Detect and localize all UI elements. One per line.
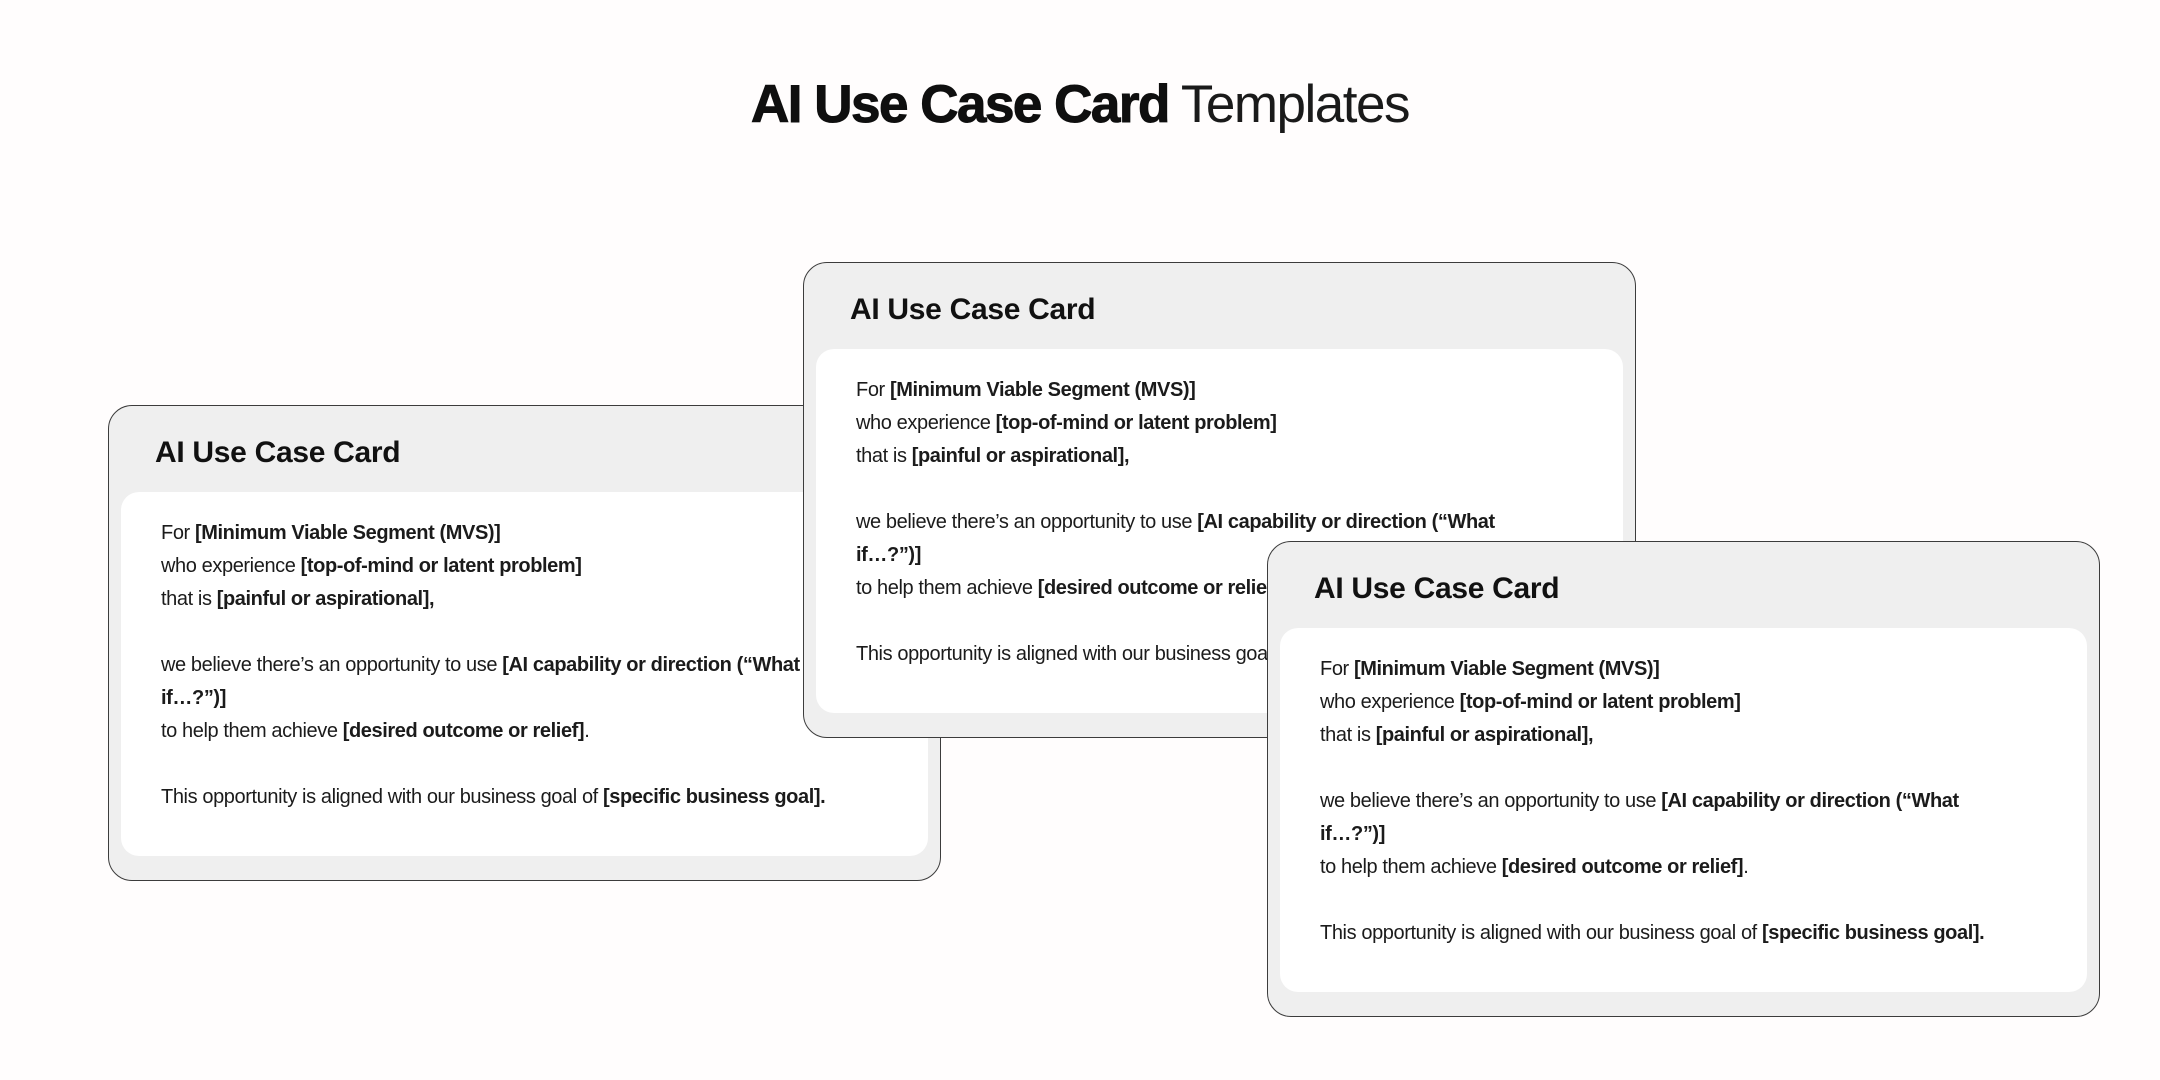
placeholder-bold-text: [AI capability or direction (“What <box>502 654 800 676</box>
card-body-blank-line <box>1320 752 2063 785</box>
card-title: AI Use Case Card <box>1314 572 1560 605</box>
body-text: This opportunity is aligned with our bus… <box>1320 922 1762 944</box>
page-title-bold: AI Use Case Card <box>751 75 1171 135</box>
card-body-line: if…?”)] <box>856 539 1599 572</box>
body-text: . <box>584 720 590 742</box>
use-case-card-left: AI Use Case Card For [Minimum Viable Seg… <box>108 405 941 881</box>
body-text: we believe there’s an opportunity to use <box>856 511 1198 533</box>
card-body-line: For [Minimum Viable Segment (MVS)] <box>161 517 904 550</box>
body-text: This opportunity is aligned with our bus… <box>856 643 1298 665</box>
card-panel: For [Minimum Viable Segment (MVS)]who ex… <box>816 349 1623 713</box>
body-text: . <box>1743 856 1749 878</box>
placeholder-bold-text: [desired outcome or relief] <box>1501 856 1744 878</box>
body-text: who experience <box>1320 691 1460 713</box>
card-body-line: we believe there’s an opportunity to use… <box>1320 785 2063 818</box>
placeholder-bold-text: [top-of-mind or latent problem] <box>300 555 582 577</box>
card-body-blank-line <box>856 473 1599 506</box>
body-text: to help them achieve <box>856 577 1038 599</box>
placeholder-bold-text: [AI capability or direction (“What <box>1661 790 1959 812</box>
card-body-line: if…?”)] <box>1320 818 2063 851</box>
card-body: For [Minimum Viable Segment (MVS)]who ex… <box>816 349 1623 671</box>
card-body-blank-line <box>161 616 904 649</box>
card-body: For [Minimum Viable Segment (MVS)]who ex… <box>1280 628 2087 950</box>
placeholder-bold-text: [Minimum Viable Segment (MVS)] <box>194 522 501 544</box>
card-body-line: that is [painful or aspirational], <box>856 440 1599 473</box>
card-body-line: to help them achieve [desired outcome or… <box>1320 851 2063 884</box>
card-body-line: that is [painful or aspirational], <box>161 583 904 616</box>
body-text: This opportunity is aligned with our bus… <box>161 786 603 808</box>
card-body-line: For [Minimum Viable Segment (MVS)] <box>1320 653 2063 686</box>
card-body-line: who experience [top-of-mind or latent pr… <box>161 550 904 583</box>
placeholder-bold-text: [painful or aspirational], <box>216 588 435 610</box>
placeholder-bold-text: [top-of-mind or latent problem] <box>1459 691 1741 713</box>
body-text: For <box>856 379 890 401</box>
body-text: For <box>161 522 195 544</box>
body-text: that is <box>161 588 217 610</box>
placeholder-bold-text: [desired outcome or relief] <box>342 720 585 742</box>
card-panel: For [Minimum Viable Segment (MVS)]who ex… <box>1280 628 2087 992</box>
body-text: that is <box>856 445 912 467</box>
card-body-line: to help them achieve [desired outcome or… <box>161 715 904 748</box>
placeholder-bold-text: if…?”)] <box>1320 823 1385 845</box>
card-panel: For [Minimum Viable Segment (MVS)]who ex… <box>121 492 928 856</box>
body-text: we believe there’s an opportunity to use <box>1320 790 1662 812</box>
body-text: who experience <box>161 555 301 577</box>
card-body-line: This opportunity is aligned with our bus… <box>1320 917 2063 950</box>
placeholder-bold-text: if…?”)] <box>161 687 226 709</box>
placeholder-bold-text: [AI capability or direction (“What <box>1197 511 1495 533</box>
placeholder-bold-text: [specific business goal]. <box>1762 922 1985 944</box>
card-body: For [Minimum Viable Segment (MVS)]who ex… <box>121 492 928 814</box>
card-body-line: For [Minimum Viable Segment (MVS)] <box>856 374 1599 407</box>
body-text: to help them achieve <box>161 720 343 742</box>
card-body-line: if…?”)] <box>161 682 904 715</box>
placeholder-bold-text: if…?”)] <box>856 544 921 566</box>
placeholder-bold-text: [Minimum Viable Segment (MVS)] <box>1353 658 1660 680</box>
card-body-line: who experience [top-of-mind or latent pr… <box>1320 686 2063 719</box>
page-title-light: Templates <box>1180 75 1411 134</box>
card-title: AI Use Case Card <box>155 436 401 469</box>
body-text: that is <box>1320 724 1376 746</box>
card-body-blank-line <box>161 748 904 781</box>
card-title: AI Use Case Card <box>850 293 1096 326</box>
body-text: For <box>1320 658 1354 680</box>
body-text: who experience <box>856 412 996 434</box>
body-text: to help them achieve <box>1320 856 1502 878</box>
placeholder-bold-text: [painful or aspirational], <box>1375 724 1594 746</box>
card-body-line: we believe there’s an opportunity to use… <box>856 506 1599 539</box>
placeholder-bold-text: [Minimum Viable Segment (MVS)] <box>889 379 1196 401</box>
card-body-line: who experience [top-of-mind or latent pr… <box>856 407 1599 440</box>
body-text: we believe there’s an opportunity to use <box>161 654 503 676</box>
card-body-line: This opportunity is aligned with our bus… <box>161 781 904 814</box>
card-body-line: that is [painful or aspirational], <box>1320 719 2063 752</box>
card-body-blank-line <box>1320 884 2063 917</box>
placeholder-bold-text: [desired outcome or relief] <box>1037 577 1280 599</box>
placeholder-bold-text: [painful or aspirational], <box>911 445 1130 467</box>
card-body-line: we believe there’s an opportunity to use… <box>161 649 904 682</box>
placeholder-bold-text: [specific business goal]. <box>603 786 826 808</box>
use-case-card-right: AI Use Case Card For [Minimum Viable Seg… <box>1267 541 2100 1017</box>
placeholder-bold-text: [top-of-mind or latent problem] <box>995 412 1277 434</box>
